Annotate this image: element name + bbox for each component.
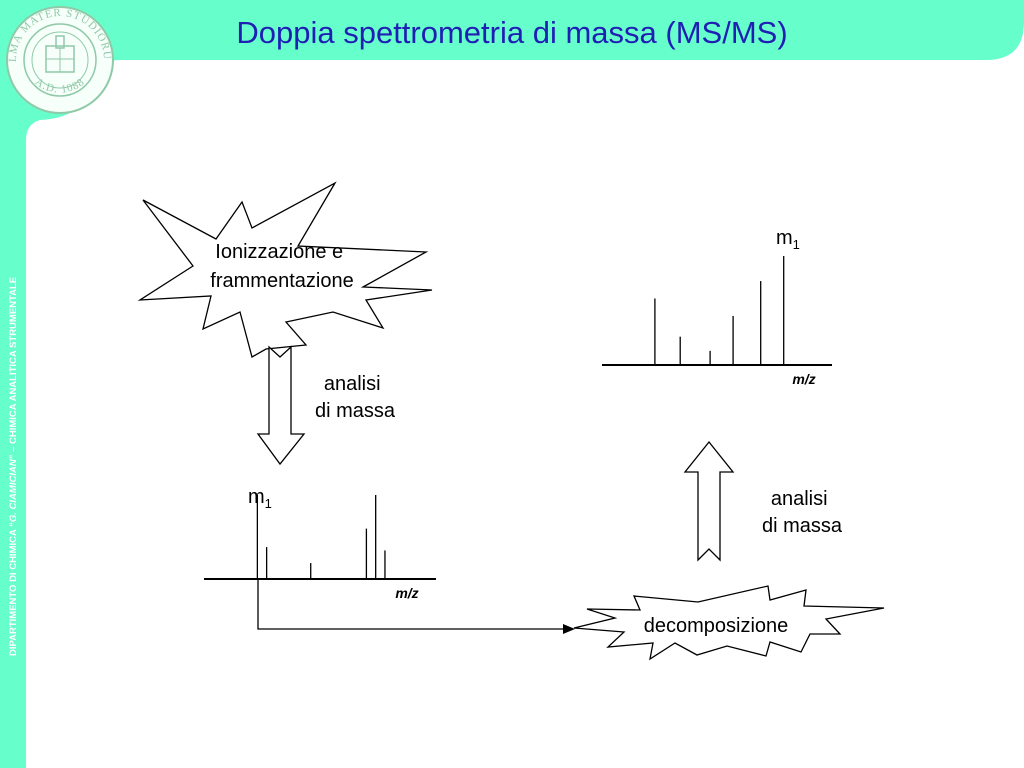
spectrum-1-axis-label: m/z — [395, 585, 418, 601]
spectrum-1-peak-label: m1 — [248, 486, 272, 511]
analysis-label-1: analisi di massa — [315, 373, 396, 422]
spectrum-2: m/z m1 — [602, 227, 832, 387]
selection-connector-arrowhead — [563, 624, 575, 634]
spectrum-2-peaks — [654, 256, 785, 365]
analysis-label-2: analisi di massa — [762, 488, 843, 537]
selection-connector-line — [257, 579, 565, 630]
ionization-starburst — [137, 181, 433, 358]
seal-bottom-text: A.D. 1088 — [33, 76, 87, 96]
spectrum-2-peak-label: m1 — [776, 227, 800, 252]
spectrum-1: m/z m1 — [204, 486, 575, 634]
spectrum-1-peaks — [256, 495, 386, 579]
ionization-label: Ionizzazione e frammentazione — [210, 241, 353, 292]
spectrum-2-axis-label: m/z — [792, 371, 815, 387]
decomposition-starburst — [573, 585, 885, 661]
page-title: Doppia spettrometria di massa (MS/MS) — [236, 15, 787, 50]
down-arrow — [256, 345, 306, 466]
sidebar-department-text: DIPARTIMENTO DI CHIMICA “G. CIAMICIAN” –… — [8, 277, 19, 656]
up-arrow — [683, 440, 735, 562]
decomposition-label: decomposizione — [644, 615, 789, 637]
